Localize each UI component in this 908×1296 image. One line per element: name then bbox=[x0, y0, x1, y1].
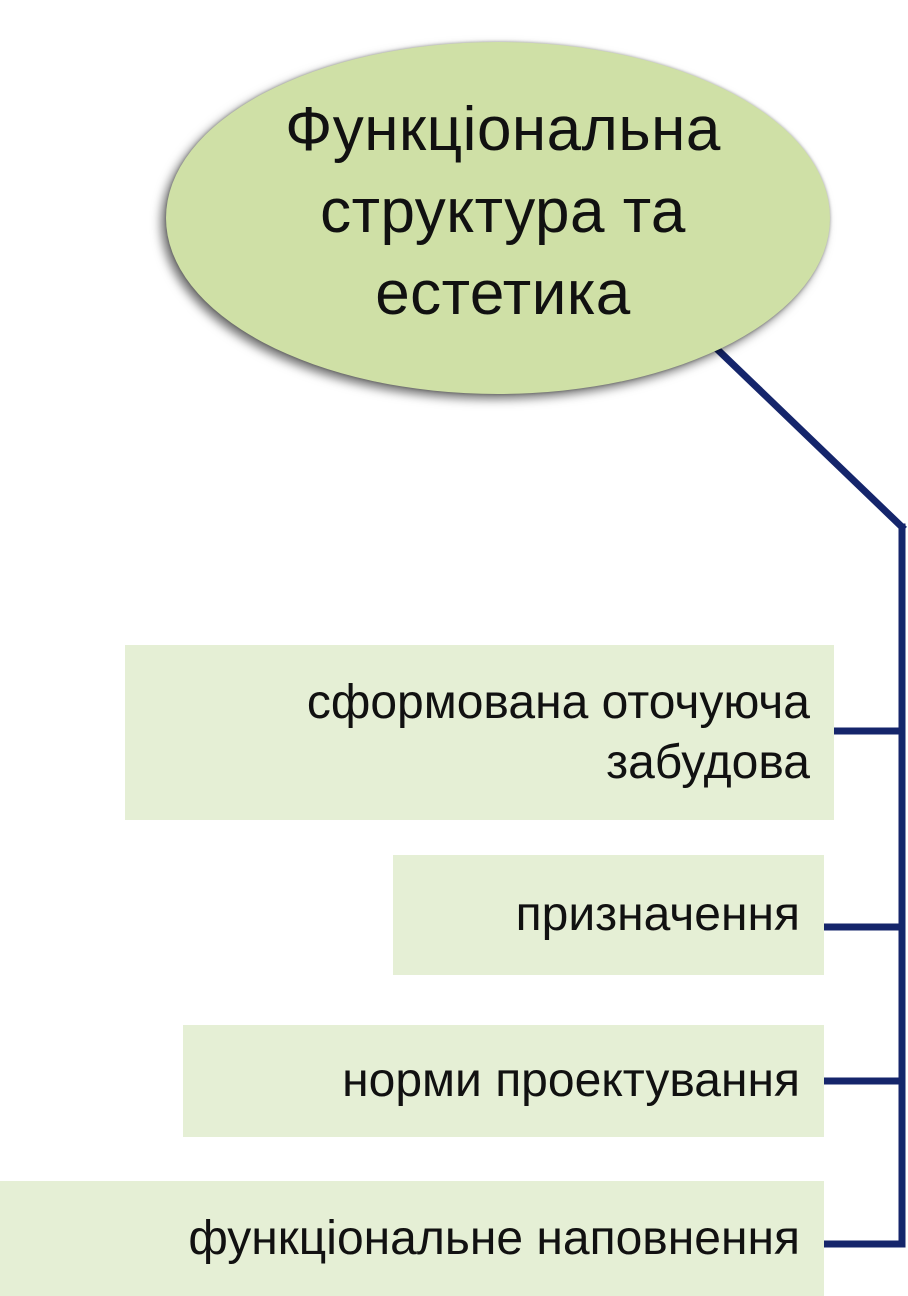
child-node-label: сформована оточуюча забудова bbox=[306, 675, 810, 789]
child-node-functional-content: функціональне наповнення bbox=[0, 1181, 824, 1296]
child-node-purpose: призначення bbox=[393, 855, 824, 975]
root-node-label: Функціональна структура та естетика bbox=[285, 95, 721, 328]
child-node-surrounding-buildings: сформована оточуюча забудова bbox=[125, 645, 834, 820]
child-node-design-norms: норми проектування bbox=[183, 1025, 824, 1137]
child-node-label: призначення bbox=[515, 888, 800, 941]
root-connector bbox=[713, 345, 907, 532]
root-node: Функціональна структура та естетика bbox=[166, 42, 830, 394]
child-node-label: функціональне наповнення bbox=[188, 1211, 800, 1265]
child-node-label: норми проектування bbox=[342, 1054, 800, 1107]
